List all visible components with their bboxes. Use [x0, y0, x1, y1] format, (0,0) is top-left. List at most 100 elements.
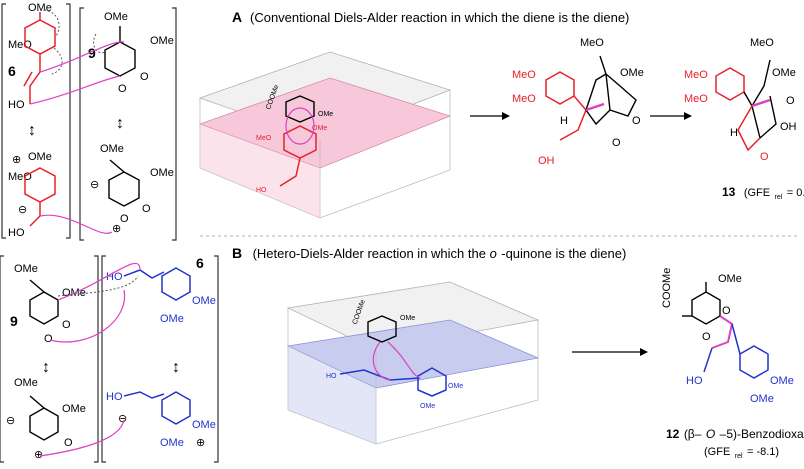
ho-label: HO	[256, 187, 267, 194]
ome-label: OMe	[14, 377, 38, 389]
ome-label: OMe	[192, 419, 216, 431]
plus-charge: ⊕	[196, 437, 205, 449]
ome-label: OMe	[62, 403, 86, 415]
o-label: O	[612, 137, 621, 149]
orbital-overlap-curve	[39, 419, 125, 457]
compound-9-resonance-bracket	[79, 7, 177, 241]
minus-charge: ⊖	[90, 179, 99, 191]
orbital-overlap-curve	[39, 214, 113, 234]
transition-state-planes-a: COOMe OMe MeO OMe HO	[198, 51, 452, 219]
meo-label: MeO	[8, 171, 32, 183]
o-label: O	[44, 333, 53, 345]
energy-12-pre: (GFE	[704, 446, 730, 458]
ome-label: OMe	[770, 375, 794, 387]
ome-label: OMe	[312, 125, 327, 132]
meo-label: MeO	[750, 37, 774, 49]
minus-charge: ⊖	[118, 413, 127, 425]
o-label: O	[760, 151, 769, 163]
o-label: O	[64, 437, 73, 449]
label-6-b: 6	[196, 255, 204, 271]
o-label: O	[786, 95, 795, 107]
diels-alder-adduct: MeO MeO OH H MeO OMe O O	[512, 37, 644, 167]
o-label: O	[140, 71, 149, 83]
o-label: O	[118, 83, 127, 95]
compound-13-caption: 13 (GFE rel = 0.0)	[722, 183, 804, 203]
o-label: O	[120, 213, 129, 225]
ome-label: OMe	[14, 263, 38, 275]
coome-label: COOMe	[661, 268, 673, 308]
meo-label: MeO	[512, 93, 536, 105]
energy-12-post: = -8.1)	[747, 446, 779, 458]
compound-9-zwitterion: OMe OMe ⊖ ⊕ O O	[90, 143, 174, 235]
compound-6-zwitterion-b: HO ⊖ OMe OMe ⊕	[106, 391, 216, 449]
compound-6-neutral: OMe MeO HO 6	[8, 2, 63, 111]
resonance-arrow-6: ↕	[28, 122, 36, 139]
plus-charge: ⊕	[12, 154, 21, 166]
ome-label: OMe	[400, 315, 415, 322]
compound-9-neutral-b: OMe OMe 9 O O	[10, 263, 86, 345]
label-6-a: 6	[8, 63, 16, 79]
ome-label: OMe	[100, 143, 124, 155]
orbital-overlap-curve	[49, 289, 126, 343]
ome-label: OMe	[420, 403, 435, 410]
section-a-letter: A	[232, 9, 242, 25]
energy-12-sub: rel	[735, 453, 743, 460]
meo-label: MeO	[512, 69, 536, 81]
plus-charge: ⊕	[34, 449, 43, 461]
ome-label: OMe	[448, 383, 463, 390]
o-label: O	[62, 319, 71, 331]
compound-6-resonance-bracket	[1, 3, 71, 239]
o-label: O	[702, 331, 711, 343]
o-label: O	[142, 203, 151, 215]
compound-6-neutral-b: HO 6 OMe OMe	[106, 255, 216, 325]
ome-label: OMe	[150, 35, 174, 47]
energy-13-post: = 0.0)	[787, 187, 804, 199]
ome-label: OMe	[150, 167, 174, 179]
compound-9-neutral: OMe OMe 9 O O	[88, 11, 174, 95]
compound-12-name-post: –5)-Benzodioxane	[720, 427, 804, 441]
ome-label: OMe	[718, 273, 742, 285]
transition-state-planes-b: COOMe OMe HO OMe OMe	[286, 281, 540, 445]
ho-label: HO	[686, 375, 703, 387]
section-b-title-pre: (Hetero-Diels-Alder reaction in which th…	[253, 246, 490, 261]
minus-charge: ⊖	[6, 415, 15, 427]
meo-label: MeO	[8, 39, 32, 51]
compound-13: MeO MeO MeO OMe H O OH O	[684, 37, 797, 163]
resonance-arrow-9b: ↕	[42, 359, 50, 376]
ho-label: HO	[8, 99, 25, 111]
section-a-title: (Conventional Diels-Alder reaction in wh…	[250, 10, 629, 25]
compound-12-energy: (GFE rel = -8.1)	[704, 442, 779, 462]
compound-9-zwitterion-b: OMe OMe ⊖ ⊕ O	[6, 377, 86, 461]
label-9-a: 9	[88, 45, 96, 61]
arrowhead	[684, 112, 692, 120]
ho-label: HO	[326, 373, 337, 380]
ome-label: OMe	[620, 67, 644, 79]
compound-12-name-italic: O	[706, 427, 715, 441]
ome-label: OMe	[318, 111, 333, 118]
meo-label: MeO	[580, 37, 604, 49]
ome-label: OMe	[772, 67, 796, 79]
minus-charge: ⊖	[18, 204, 27, 216]
ome-label: OMe	[104, 11, 128, 23]
arrowhead	[502, 112, 510, 120]
energy-13-pre: (GFE	[744, 187, 770, 199]
resonance-arrow-9: ↕	[116, 115, 124, 132]
ho-label: HO	[8, 227, 25, 239]
h-label: H	[730, 127, 738, 139]
meo-label: OMe	[160, 313, 184, 325]
energy-13-sub: rel	[775, 194, 783, 201]
orbital-overlap-curve	[57, 262, 141, 301]
compound-6-resonance-bracket-b	[101, 255, 219, 463]
orbital-overlap-curve	[29, 75, 121, 105]
h-label: H	[560, 115, 568, 127]
meo-label: MeO	[256, 135, 272, 142]
oh-label: OH	[780, 121, 797, 133]
compound-13-number: 13	[722, 185, 736, 199]
compound-12-caption: 12 (β– O –5)-Benzodioxane	[666, 425, 804, 442]
plus-charge: ⊕	[112, 223, 121, 235]
o-label: O	[722, 305, 731, 317]
section-b-letter: B	[232, 245, 242, 261]
o-label: O	[632, 115, 641, 127]
